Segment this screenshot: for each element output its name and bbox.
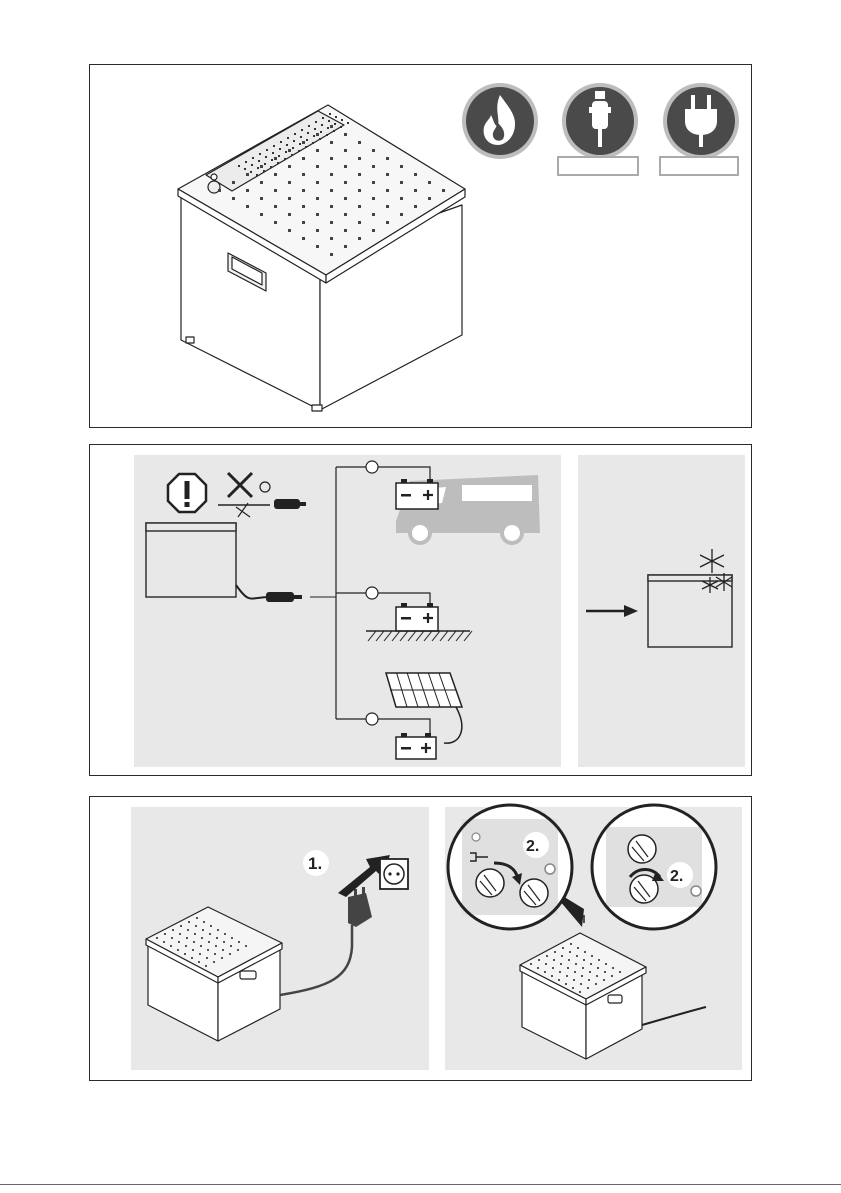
selector-knob-left-1[interactable]: [476, 869, 504, 897]
ac-connection-diagram: 1.: [90, 797, 753, 1082]
knob-zoom-right: 2.: [592, 805, 716, 929]
power-sources-panel: [89, 64, 752, 428]
dc-operation-panel: [89, 444, 752, 776]
svg-text:1.: 1.: [308, 854, 322, 873]
cooler-box-left: [146, 907, 282, 1041]
mains-plug: [348, 887, 372, 927]
cooler-box-right: [520, 933, 706, 1059]
step-2-right-label: 2.: [670, 868, 683, 885]
step-1-badge: 1.: [303, 850, 329, 876]
flame-icon: [462, 83, 538, 159]
selector-knob-right-1[interactable]: [628, 835, 656, 863]
car-plug-icon: [558, 83, 638, 175]
exclamation-octagon-icon: [168, 474, 206, 512]
cooler-box-illustration: [90, 65, 753, 429]
battery-vehicle: [396, 479, 438, 509]
ac-operation-panel: 1.: [89, 796, 752, 1081]
knob-zoom-left: 2.: [448, 805, 572, 929]
battery-solar: [396, 733, 436, 759]
footer-rule: [0, 1184, 841, 1185]
arrow-right-icon: [586, 605, 638, 617]
step-2-left-label: 2.: [526, 838, 539, 855]
wall-socket: [380, 859, 408, 889]
do-not-cut-icon: [218, 473, 306, 517]
solar-panel-icon: [386, 673, 462, 743]
cooled-box: [648, 575, 732, 647]
mains-plug-icon: [660, 83, 739, 175]
battery-ground: [366, 603, 472, 641]
selector-knob-left-2[interactable]: [520, 879, 548, 907]
cooler-box: [146, 523, 336, 602]
dc-connection-diagram: [90, 445, 753, 777]
